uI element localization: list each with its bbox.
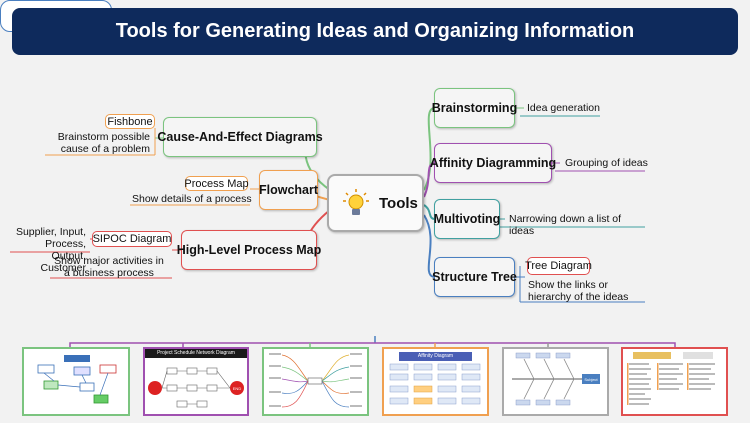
tree-diagram-node: Tree Diagram xyxy=(525,257,592,275)
cause-effect-node: Cause-And-Effect Diagrams xyxy=(157,117,323,157)
end-label: END xyxy=(233,386,242,391)
high-level-process-map-node: High-Level Process Map xyxy=(177,230,321,270)
fishbone-node: Fishbone xyxy=(105,114,155,129)
example-thumbnail-brainstorming-map[interactable] xyxy=(262,347,369,416)
central-topic-label: Tools xyxy=(379,194,418,212)
fishbone-diagram-preview: Subject xyxy=(512,352,600,406)
affinity-diagram-preview xyxy=(389,363,481,405)
example-thumbnail-fishbone-diagram[interactable]: Subject xyxy=(502,347,609,416)
example-thumbnail-sipoc-diagram[interactable] xyxy=(621,347,728,416)
multivoting-note: Narrowing down a list of ideas xyxy=(509,213,622,237)
brainstorming-map-preview xyxy=(269,353,362,408)
process-map-node: Process Map xyxy=(184,176,249,191)
flowchart-preview xyxy=(37,355,117,404)
network-diagram-preview: END xyxy=(148,367,244,408)
central-topic-tools: Tools xyxy=(327,174,424,232)
flowchart-note: Show details of a process xyxy=(132,193,252,205)
affinity-note: Grouping of ideas xyxy=(565,157,648,169)
sipoc-diagram-preview xyxy=(627,352,715,405)
affinity-diagramming-node: Affinity Diagramming xyxy=(430,143,556,183)
flowchart-node: Flowchart xyxy=(259,170,318,210)
brainstorming-note: Idea generation xyxy=(527,102,600,114)
cause-effect-note: Brainstorm possible cause of a problem xyxy=(57,131,150,155)
example-thumbnail-network-diagram[interactable]: Project Schedule Network Diagram END xyxy=(143,347,249,416)
example-thumbnail-affinity-diagram[interactable]: Affinity Diagram xyxy=(382,347,489,416)
affinity-diagram-title: Affinity Diagram xyxy=(399,352,472,361)
sipoc-note: Supplier, Input, Process, Output, Custom… xyxy=(15,226,86,274)
page-title: Tools for Generating Ideas and Organizin… xyxy=(12,8,738,55)
structure-tree-note: Show the links or hierarchy of the ideas xyxy=(528,279,629,303)
lightbulb-icon xyxy=(343,189,369,215)
sipoc-diagram-node: SIPOC Diagram xyxy=(92,231,172,247)
brainstorming-node: Brainstorming xyxy=(432,88,517,128)
network-diagram-title: Project Schedule Network Diagram xyxy=(145,349,247,358)
subject-label: Subject xyxy=(584,377,598,382)
multivoting-node: Multivoting xyxy=(434,199,500,239)
high-level-note: Show major activities in a business proc… xyxy=(54,255,164,279)
structure-tree-node: Structure Tree xyxy=(432,257,517,297)
example-thumbnail-flowchart[interactable] xyxy=(22,347,130,416)
